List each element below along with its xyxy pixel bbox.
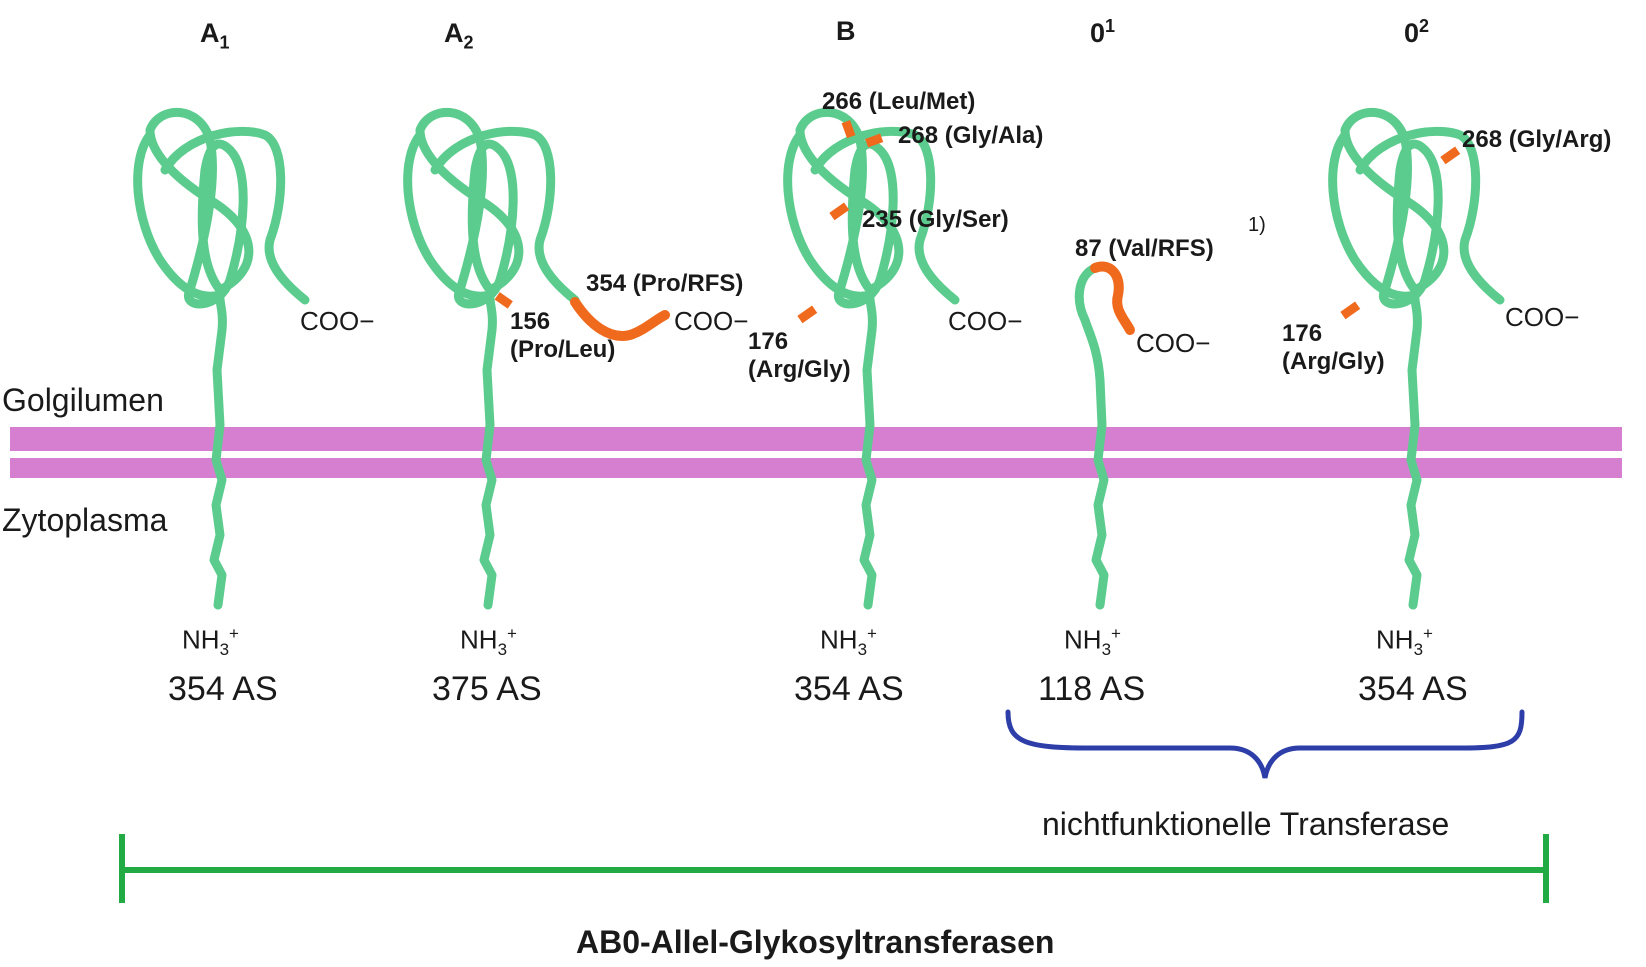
n-terminus-a2-sup: + [507,624,517,643]
mutation-b-266-marker [841,120,856,139]
zone-golgi-lumen-label: Golgilumen [2,382,164,418]
allele-o1-letter: 0 [1090,18,1106,48]
mutation-b-268-label: 268 (Gly/Ala) [898,122,1044,149]
mutation-o2-176-marker [1340,301,1361,320]
mutation-a2-156-change: (Pro/Leu) [510,336,616,363]
allele-b-letter: B [836,16,856,46]
mutation-b-235-marker [829,202,850,221]
mutation-a2-354-tail [570,297,670,341]
allele-o2-header: 02 [1404,16,1429,49]
mutation-o2-268-label: 268 (Gly/Arg) [1462,126,1612,153]
allele-a2-letter: A [444,18,464,48]
mutation-b-235-label: 235 (Gly/Ser) [862,206,1009,233]
mutation-a2-156-number: 156 [510,308,551,335]
n-terminus-o2: NH3+ [1376,624,1433,660]
n-terminus-a1: NH3+ [182,624,239,660]
n-terminus-a2-sub: 3 [497,639,508,659]
allele-o1-header: 01 [1090,16,1115,49]
protein-a2 [403,107,580,610]
mutation-o2-176-change: (Arg/Gly) [1282,348,1385,375]
allele-a1-index: 1 [219,32,230,53]
c-terminus-o2: COO− [1505,302,1580,332]
protein-o2 [1328,107,1505,610]
n-terminus-o2-sub: 3 [1413,639,1424,659]
allele-o2-index: 2 [1419,16,1430,36]
aa-count-o1: 118 AS [1038,670,1146,708]
allele-a2-index: 2 [463,32,474,53]
n-terminus-a1-sup: + [229,624,239,643]
c-terminus-o1: COO− [1136,328,1211,358]
n-terminus-a1-base: NH [182,624,220,655]
mutation-a2-156-label: 156(Pro/Leu) [510,308,615,364]
allele-o2-letter: 0 [1404,18,1420,48]
n-terminus-o2-base: NH [1376,624,1414,655]
mutation-o2-268-marker [1440,146,1461,165]
protein-o1 [1074,263,1109,610]
diagram-caption: AB0-Allel-Glykosyltransferasen [576,924,1055,960]
c-terminus-b: COO− [948,306,1023,336]
allele-o1-index: 1 [1105,16,1116,36]
allele-range-bar [119,834,1549,903]
mutation-b-176-marker [797,305,818,324]
c-terminus-a2: COO− [674,306,749,336]
allele-a1-letter: A [200,18,220,48]
mutation-o1-87-label: 87 (Val/RFS) [1075,235,1214,262]
mutation-o2-176-label: 176(Arg/Gly) [1282,320,1385,376]
protein-a1 [133,107,310,610]
nonfunctional-transferase-label: nichtfunktionelle Transferase [1042,806,1450,842]
n-terminus-a1-sub: 3 [219,639,230,659]
mutation-b-176-label: 176(Arg/Gly) [748,328,851,384]
aa-count-o2: 354 AS [1358,670,1468,708]
mutation-b-176-number: 176 [748,328,789,355]
mutation-o1-87-tail [1090,261,1135,335]
n-terminus-a2-base: NH [460,624,498,655]
n-terminus-b-base: NH [820,624,858,655]
n-terminus-b-sub: 3 [857,639,868,659]
mutation-a2-354-label: 354 (Pro/RFS) [586,270,744,297]
n-terminus-o1-base: NH [1064,624,1102,655]
n-terminus-a2: NH3+ [460,624,517,660]
membrane-inner-leaflet [10,458,1622,478]
nonfunctional-bracket [1005,709,1525,779]
mutation-o1-footnote: 1) [1248,214,1266,236]
aa-count-b: 354 AS [794,670,904,708]
mutation-a2-156-marker [494,292,513,309]
n-terminus-o1: NH3+ [1064,624,1121,660]
n-terminus-o1-sub: 3 [1101,639,1112,659]
allele-a2-header: A2 [444,18,474,53]
mutation-b-266-label: 266 (Leu/Met) [822,88,976,115]
membrane-outer-leaflet [10,427,1622,451]
aa-count-a1: 354 AS [168,670,278,708]
n-terminus-o2-sup: + [1423,624,1433,643]
allele-a1-header: A1 [200,18,230,53]
zone-cytoplasm-label: Zytoplasma [2,502,168,538]
aa-count-a2: 375 AS [432,670,542,708]
mutation-b-268-marker [865,133,884,148]
n-terminus-o1-sup: + [1111,624,1121,643]
allele-b-header: B [836,16,856,47]
c-terminus-a1: COO− [300,306,375,336]
mutation-b-176-change: (Arg/Gly) [748,356,851,383]
n-terminus-b: NH3+ [820,624,877,660]
n-terminus-b-sup: + [867,624,877,643]
mutation-o2-176-number: 176 [1282,320,1323,347]
